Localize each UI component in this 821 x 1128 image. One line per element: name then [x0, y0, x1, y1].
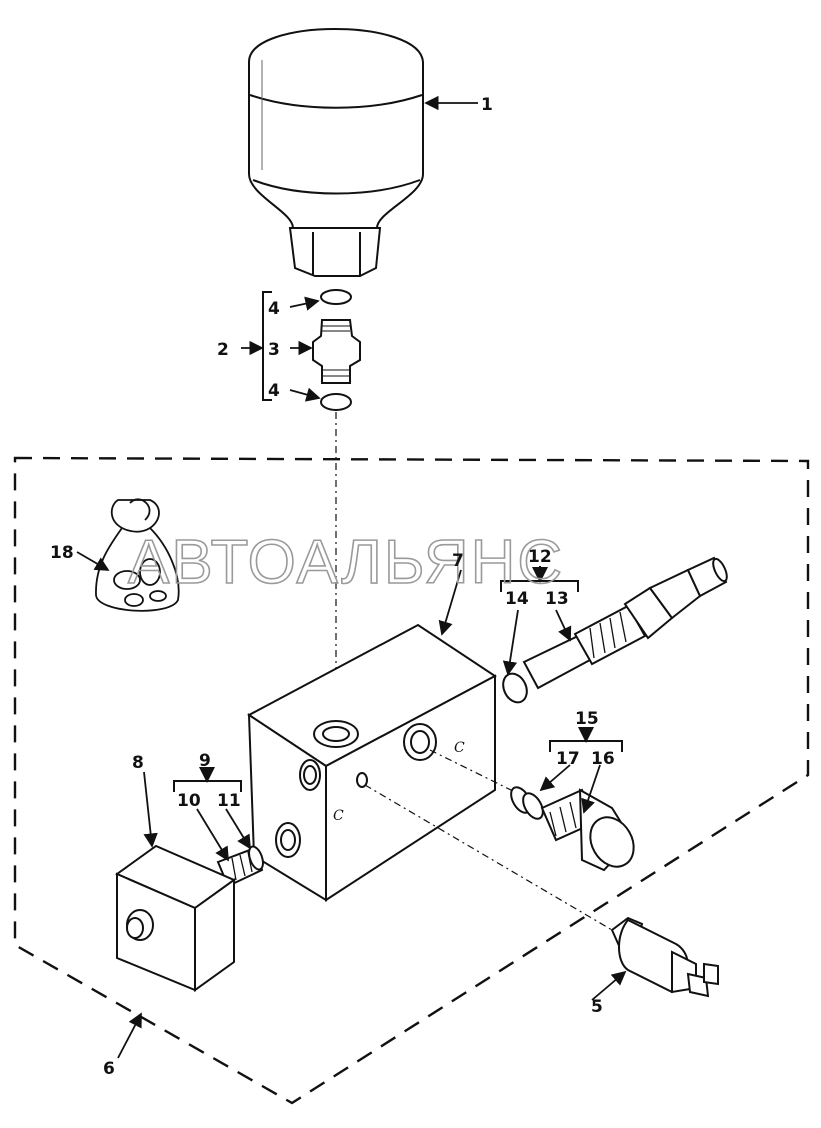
seal-kit-bag — [95, 498, 180, 612]
label-plug: 16 — [591, 749, 615, 769]
assembly-boundary — [13, 456, 810, 1105]
label-adapter: 3 — [268, 340, 280, 360]
label-solenoid-coil: 8 — [132, 753, 144, 773]
label-solenoid-cartridge-kit: 9 — [199, 751, 211, 771]
label-relief-o-ring: 14 — [505, 589, 529, 609]
relief-o-ring — [502, 672, 528, 704]
adapter-parts — [312, 289, 361, 411]
leader-18 — [76, 551, 110, 571]
o-ring-bottom — [320, 393, 352, 411]
valve-block — [247, 623, 497, 902]
label-relief-valve: 13 — [545, 589, 569, 609]
solenoid-coil — [114, 844, 237, 992]
label-o-ring-bottom: 4 — [268, 381, 280, 401]
kit-brackets — [173, 566, 623, 792]
port-letter-side: C — [454, 740, 465, 756]
label-cartridge-part-b: 11 — [217, 791, 241, 811]
watermark-text: АВТОАЛЬЯНС — [128, 528, 564, 597]
leader-lines-lower — [117, 569, 627, 1059]
label-pressure-switch: 5 — [591, 997, 603, 1017]
label-seal-kit-bag: 18 — [50, 543, 74, 563]
label-plug-o-rings: 17 — [556, 749, 580, 769]
flow-lines-side — [364, 749, 613, 931]
solenoid-cartridge — [216, 845, 264, 888]
label-relief-valve-kit: 12 — [528, 547, 552, 567]
label-cartridge-part-a: 10 — [177, 791, 201, 811]
port-letter-front: C — [333, 808, 344, 824]
label-accumulator: 1 — [481, 95, 493, 115]
leader-lines-top — [241, 95, 478, 402]
relief-valve — [502, 556, 728, 704]
o-ring-top — [320, 289, 352, 305]
label-valve-assembly: 6 — [103, 1059, 115, 1079]
pressure-switch — [610, 916, 719, 998]
label-plug-kit: 15 — [575, 709, 599, 729]
label-o-ring-top: 4 — [268, 299, 280, 319]
label-valve-block: 7 — [452, 551, 464, 571]
label-adapter-kit: 2 — [217, 340, 229, 360]
plug-assembly — [510, 786, 635, 872]
accumulator — [248, 28, 424, 277]
